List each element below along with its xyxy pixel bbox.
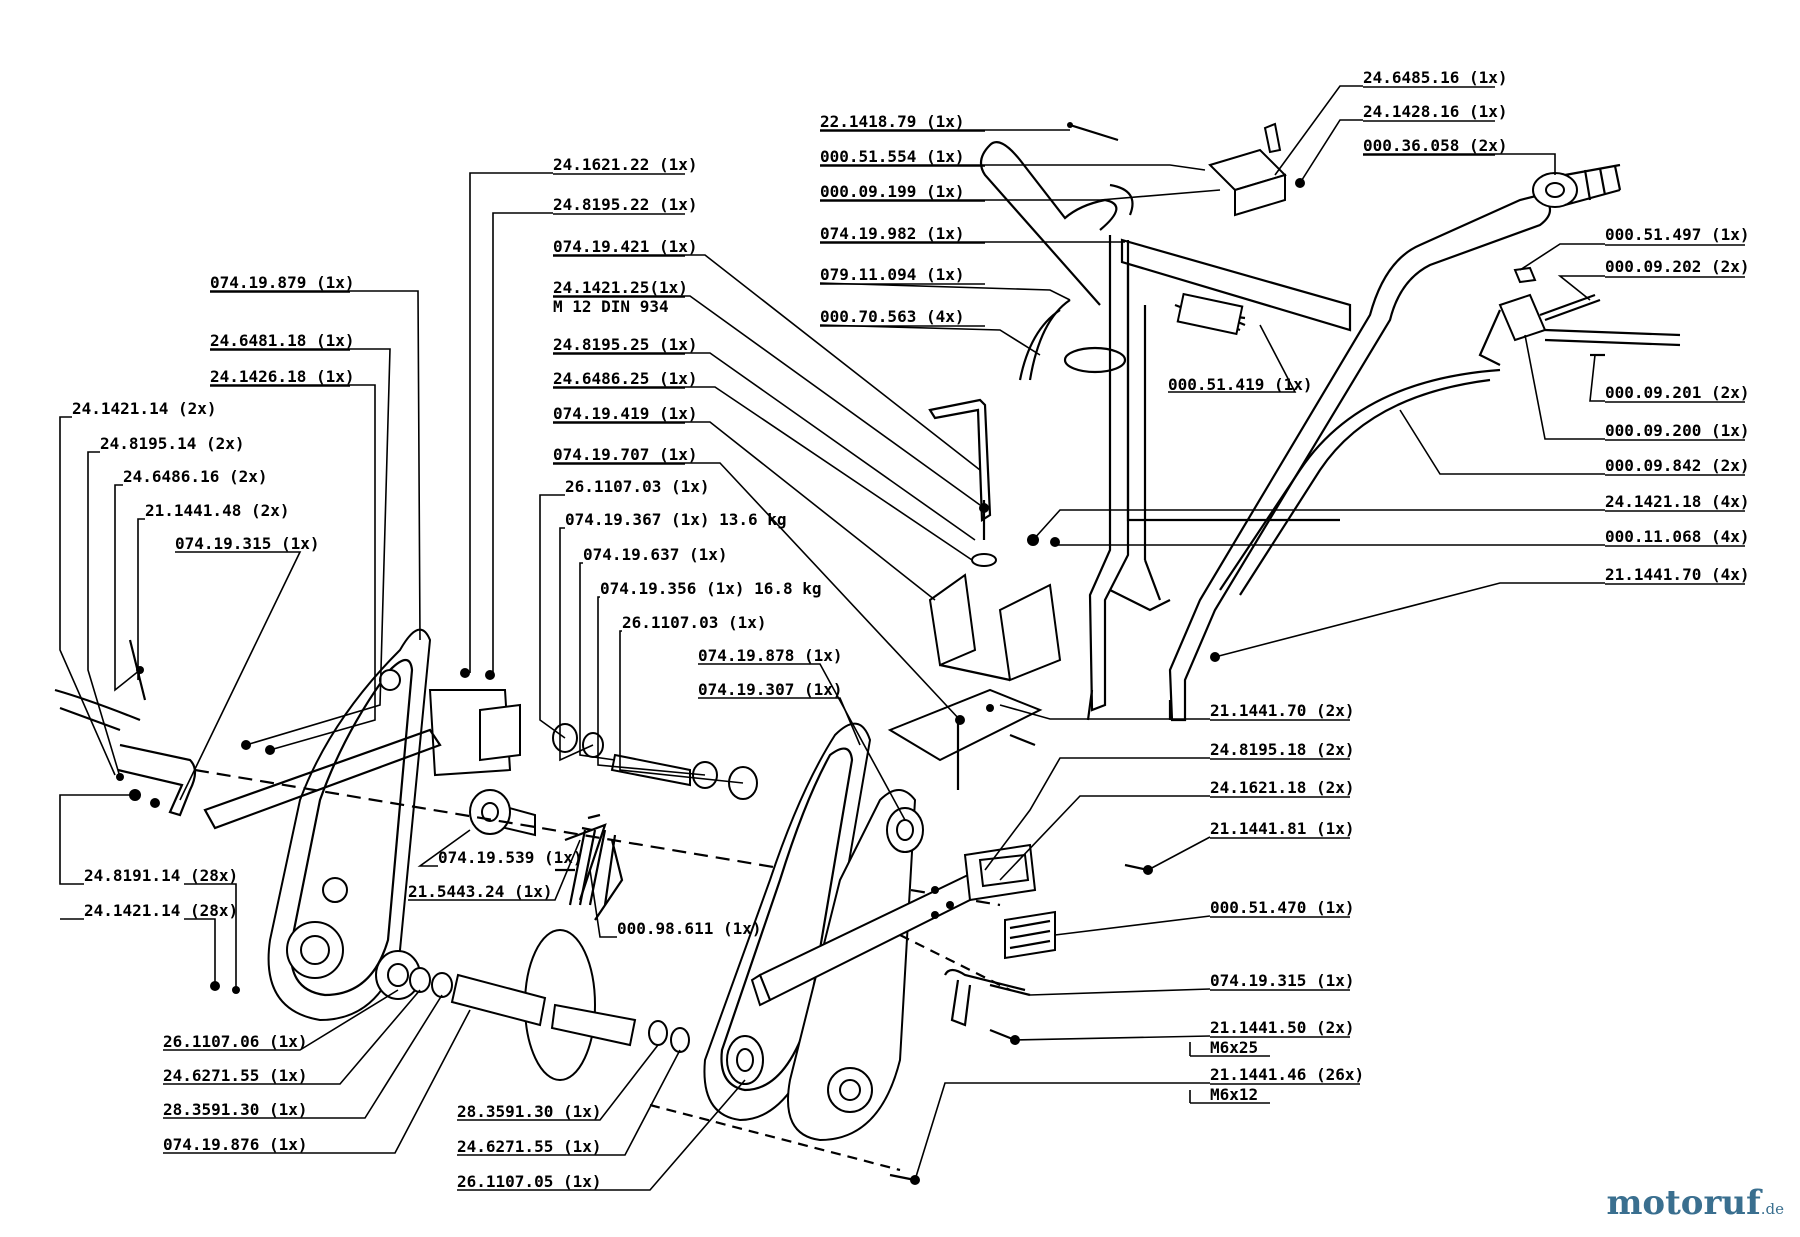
part-label-l02: 000.51.554 (1x) bbox=[820, 147, 965, 166]
part-label-l48: 26.1107.06 (1x) bbox=[163, 1032, 308, 1051]
part-label-l63: 21.1441.46 (26x) bbox=[1210, 1065, 1364, 1084]
part-label-l03: 000.09.199 (1x) bbox=[820, 182, 965, 201]
part-label-l15: 000.09.842 (2x) bbox=[1605, 456, 1750, 475]
part-label-l34: 074.19.307 (1x) bbox=[698, 680, 843, 699]
part-label-l07: 000.51.419 (1x) bbox=[1168, 375, 1313, 394]
part-label-l49: 24.6271.55 (1x) bbox=[163, 1066, 308, 1085]
part-label-l19: 24.1621.22 (1x) bbox=[553, 155, 698, 174]
part-label-l47: 24.1421.14 (28x) bbox=[84, 901, 238, 920]
part-label-l39: 24.8195.14 (2x) bbox=[100, 434, 245, 453]
part-label-l52: 28.3591.30 (1x) bbox=[457, 1102, 602, 1121]
part-label-l09: 24.1428.16 (1x) bbox=[1363, 102, 1508, 121]
part-label-l44: 21.5443.24 (1x) bbox=[408, 882, 553, 901]
part-label-l35: 074.19.879 (1x) bbox=[210, 273, 355, 292]
part-label-l12: 000.09.202 (2x) bbox=[1605, 257, 1750, 276]
part-label-l57: 24.1621.18 (2x) bbox=[1210, 778, 1355, 797]
leader-lines bbox=[59, 85, 1745, 1191]
part-label-l21: 074.19.421 (1x) bbox=[553, 237, 698, 256]
part-label-l64: M6x12 bbox=[1210, 1085, 1258, 1104]
part-label-l08: 24.6485.16 (1x) bbox=[1363, 68, 1508, 87]
part-label-l25: 24.6486.25 (1x) bbox=[553, 369, 698, 388]
part-label-l56: 24.8195.18 (2x) bbox=[1210, 740, 1355, 759]
part-label-l05: 079.11.094 (1x) bbox=[820, 265, 965, 284]
part-label-l38: 24.1421.14 (2x) bbox=[72, 399, 217, 418]
part-label-l45: 000.98.611 (1x) bbox=[617, 919, 762, 938]
part-label-l20: 24.8195.22 (1x) bbox=[553, 195, 698, 214]
part-label-l14: 000.09.200 (1x) bbox=[1605, 421, 1750, 440]
part-label-l61: 21.1441.50 (2x) bbox=[1210, 1018, 1355, 1037]
part-label-l13: 000.09.201 (2x) bbox=[1605, 383, 1750, 402]
part-number-labels: 22.1418.79 (1x) 000.51.554 (1x) 000.09.199… bbox=[72, 68, 1750, 1191]
part-label-l26: 074.19.419 (1x) bbox=[553, 404, 698, 423]
right-chain-case bbox=[649, 722, 1153, 1185]
part-label-l53: 24.6271.55 (1x) bbox=[457, 1137, 602, 1156]
part-label-l23: M 12 DIN 934 bbox=[553, 297, 669, 316]
part-label-l22: 24.1421.25(1x) bbox=[553, 278, 688, 297]
part-label-l40: 24.6486.16 (2x) bbox=[123, 467, 268, 486]
part-label-l62: M6x25 bbox=[1210, 1038, 1258, 1057]
part-label-l36: 24.6481.18 (1x) bbox=[210, 331, 355, 350]
height-adjust-bracket bbox=[887, 398, 1062, 790]
part-label-l50: 28.3591.30 (1x) bbox=[163, 1100, 308, 1119]
part-label-l24: 24.8195.25 (1x) bbox=[553, 335, 698, 354]
part-label-l31: 074.19.356 (1x) 16.8 kg bbox=[600, 579, 822, 598]
part-label-l29: 074.19.367 (1x) 13.6 kg bbox=[565, 510, 787, 529]
part-label-l41: 21.1441.48 (2x) bbox=[145, 501, 290, 520]
center-shaft-assembly bbox=[375, 723, 758, 1081]
part-label-l60: 074.19.315 (1x) bbox=[1210, 971, 1355, 990]
part-label-l32: 26.1107.03 (1x) bbox=[622, 613, 767, 632]
part-label-l10: 000.36.058 (2x) bbox=[1363, 136, 1508, 155]
part-label-l06: 000.70.563 (4x) bbox=[820, 307, 965, 326]
part-label-l43: 074.19.539 (1x) bbox=[438, 848, 583, 867]
part-label-l27: 074.19.707 (1x) bbox=[553, 445, 698, 464]
part-label-l51: 074.19.876 (1x) bbox=[163, 1135, 308, 1154]
motoruf-logo: motoruf.de bbox=[1606, 1183, 1784, 1223]
part-label-l18: 21.1441.70 (4x) bbox=[1605, 565, 1750, 584]
part-label-l11: 000.51.497 (1x) bbox=[1605, 225, 1750, 244]
left-chain-case bbox=[54, 628, 1001, 1022]
part-label-l17: 000.11.068 (4x) bbox=[1605, 527, 1750, 546]
part-label-l01: 22.1418.79 (1x) bbox=[820, 112, 965, 131]
part-label-l54: 26.1107.05 (1x) bbox=[457, 1172, 602, 1191]
part-label-l42: 074.19.315 (1x) bbox=[175, 534, 320, 553]
part-label-l30: 074.19.637 (1x) bbox=[583, 545, 728, 564]
part-label-l59: 000.51.470 (1x) bbox=[1210, 898, 1355, 917]
part-label-l04: 074.19.982 (1x) bbox=[820, 224, 965, 243]
part-label-l58: 21.1441.81 (1x) bbox=[1210, 819, 1355, 838]
part-label-l16: 24.1421.18 (4x) bbox=[1605, 492, 1750, 511]
part-label-l37: 24.1426.18 (1x) bbox=[210, 367, 355, 386]
part-label-l33: 074.19.878 (1x) bbox=[698, 646, 843, 665]
handlebar-assembly bbox=[979, 122, 1681, 722]
part-label-l28: 26.1107.03 (1x) bbox=[565, 477, 710, 496]
part-label-l55: 21.1441.70 (2x) bbox=[1210, 701, 1355, 720]
part-label-l46: 24.8191.14 (28x) bbox=[84, 866, 238, 885]
